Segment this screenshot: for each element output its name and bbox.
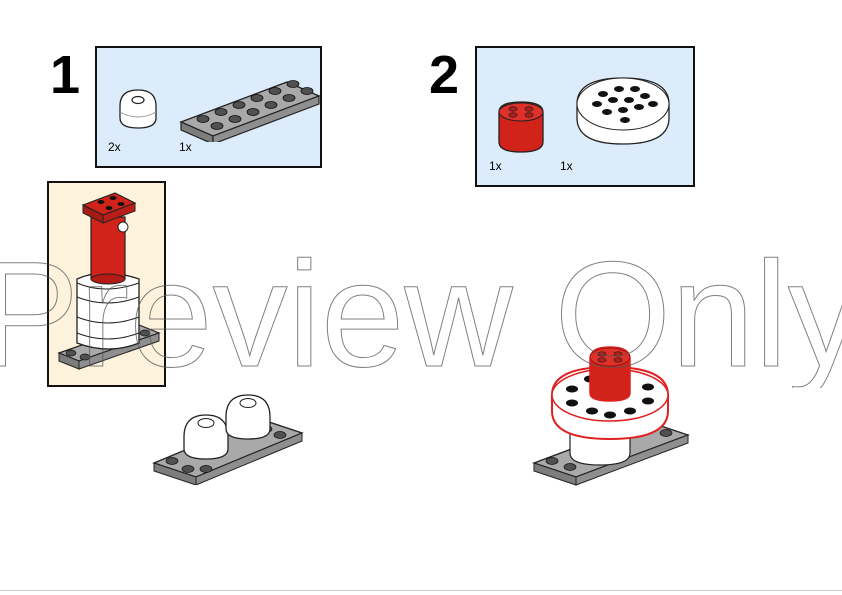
qty-label: 1x [560,159,573,173]
step-number-1: 1 [50,45,81,105]
parts-list-step-1: 2x 1x [95,46,322,168]
qty-label: 1x [179,140,192,154]
gray-plate-2x6-icon [179,80,321,142]
qty-label: 2x [108,140,121,154]
page-bottom-divider [0,590,842,591]
qty-label: 1x [489,159,502,173]
red-round-brick-2x2-icon [498,101,544,153]
white-round-brick-dome-icon [119,89,157,129]
finished-model-callout [47,181,166,387]
finished-model-illustration [57,192,161,370]
step-number-2: 2 [429,45,460,105]
parts-list-step-2: 1x 1x [475,46,695,187]
white-round-plate-4x4-icon [576,77,670,145]
step-1-assembly-illustration [152,394,304,485]
step-2-assembly-illustration [532,346,690,486]
